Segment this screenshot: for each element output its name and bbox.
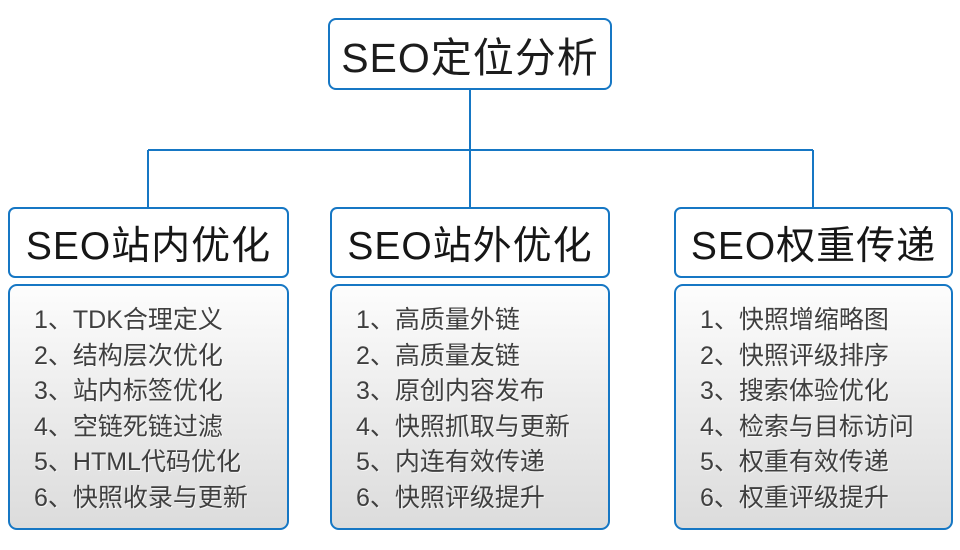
- column-panel-offsite: 1、高质量外链 2、高质量友链 3、原创内容发布 4、快照抓取与更新 5、内连有…: [330, 284, 610, 530]
- column-panel-onsite: 1、TDK合理定义 2、结构层次优化 3、站内标签优化 4、空链死链过滤 5、H…: [8, 284, 289, 530]
- list-item: 2、结构层次优化: [34, 341, 223, 370]
- list-item: 1、高质量外链: [356, 306, 520, 334]
- list-item: 5、内连有效传递: [356, 448, 545, 476]
- column-panel-weight: 1、快照增缩略图 2、快照评级排序 3、搜索体验优化 4、检索与目标访问 5、权…: [674, 284, 953, 530]
- column-title: SEO站内优化: [25, 224, 272, 268]
- column-header-offsite: SEO站外优化: [330, 207, 610, 278]
- column-header-onsite: SEO站内优化: [8, 207, 289, 278]
- list-item: 6、权重评级提升: [700, 483, 889, 512]
- root-node: SEO定位分析: [328, 18, 612, 90]
- list-item: 6、快照收录与更新: [34, 483, 248, 512]
- list-item: 5、权重有效传递: [700, 448, 889, 476]
- list-item: 4、检索与目标访问: [700, 412, 914, 441]
- list-item: 1、TDK合理定义: [34, 306, 223, 334]
- column-title: SEO权重传递: [690, 224, 937, 268]
- column-onsite-optimization: SEO站内优化 1、TDK合理定义 2、结构层次优化 3、站内标签优化 4、空链…: [8, 207, 289, 530]
- list-item: 3、搜索体验优化: [700, 377, 889, 405]
- root-node-title: SEO定位分析: [341, 35, 599, 81]
- column-weight-transfer: SEO权重传递 1、快照增缩略图 2、快照评级排序 3、搜索体验优化 4、检索与…: [674, 207, 953, 530]
- list-item: 6、快照评级提升: [356, 483, 545, 512]
- column-title: SEO站外优化: [347, 224, 593, 268]
- column-offsite-optimization: SEO站外优化 1、高质量外链 2、高质量友链 3、原创内容发布 4、快照抓取与…: [330, 207, 610, 530]
- list-item: 3、站内标签优化: [34, 377, 223, 405]
- list-item: 1、快照增缩略图: [700, 306, 889, 334]
- list-item: 3、原创内容发布: [356, 377, 545, 405]
- list-item: 4、空链死链过滤: [34, 412, 223, 441]
- list-item: 2、快照评级排序: [700, 341, 889, 370]
- list-item: 4、快照抓取与更新: [356, 412, 570, 441]
- list-item: 5、HTML代码优化: [34, 448, 241, 476]
- column-header-weight: SEO权重传递: [674, 207, 953, 278]
- list-item: 2、高质量友链: [356, 341, 520, 370]
